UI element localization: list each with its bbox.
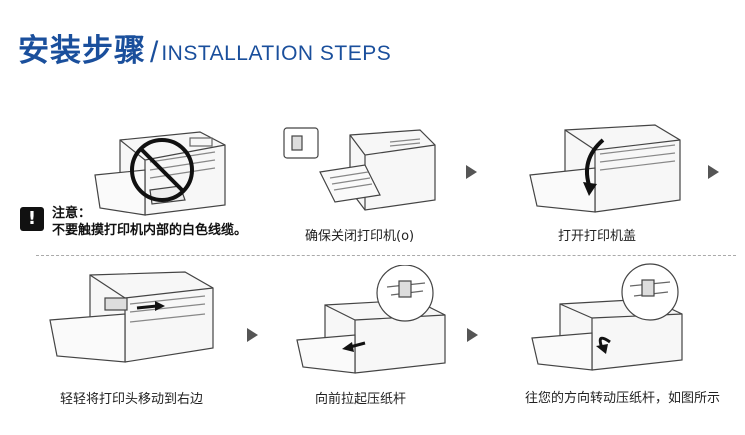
printer-turn-lever-image [531, 263, 683, 371]
next-arrow-3 [247, 328, 258, 342]
step-2-caption: 确保关闭打印机(o) [305, 229, 415, 244]
step-6-caption: 往您的方向转动压纸杆，如图所示 [525, 391, 721, 406]
title-slash: / [150, 36, 159, 69]
step-3-illustration: 打开打印机盖 [525, 120, 690, 244]
note-title: 注意： [52, 206, 92, 221]
step-1-illustration [90, 120, 240, 225]
printer-power-off-image [283, 127, 436, 211]
warning-note: ! 注意： 不要触摸打印机内部的白色线缆。 [20, 205, 247, 239]
printer-pull-lever-image [296, 265, 446, 374]
next-arrow-2 [708, 165, 719, 179]
next-arrow-1 [466, 165, 477, 179]
printer-open-cover-image [529, 124, 681, 213]
right-arrow-icon [136, 304, 158, 310]
step-5-illustration: 向前拉起压纸杆 [295, 265, 460, 407]
next-arrow-4 [467, 328, 478, 342]
note-body: 不要触摸打印机内部的白色线缆。 [52, 223, 248, 238]
step-2-illustration: 确保关闭打印机(o) [280, 120, 440, 244]
step-6-illustration: 往您的方向转动压纸杆，如图所示 [525, 262, 720, 406]
step-4-illustration: 轻轻将打印头移动到右边 [45, 270, 220, 407]
title-english: INSTALLATION STEPS [161, 42, 392, 65]
warning-icon: ! [20, 207, 44, 231]
page-title: 安装步骤 / INSTALLATION STEPS [18, 20, 391, 70]
printer-no-touch-image [94, 131, 226, 216]
row-divider [36, 255, 736, 256]
step-5-caption: 向前拉起压纸杆 [315, 392, 407, 407]
title-chinese: 安装步骤 [18, 33, 146, 69]
prohibition-icon [130, 138, 194, 202]
printer-move-head-image [49, 271, 214, 363]
step-4-caption: 轻轻将打印头移动到右边 [60, 392, 204, 407]
step-3-caption: 打开打印机盖 [558, 229, 637, 244]
